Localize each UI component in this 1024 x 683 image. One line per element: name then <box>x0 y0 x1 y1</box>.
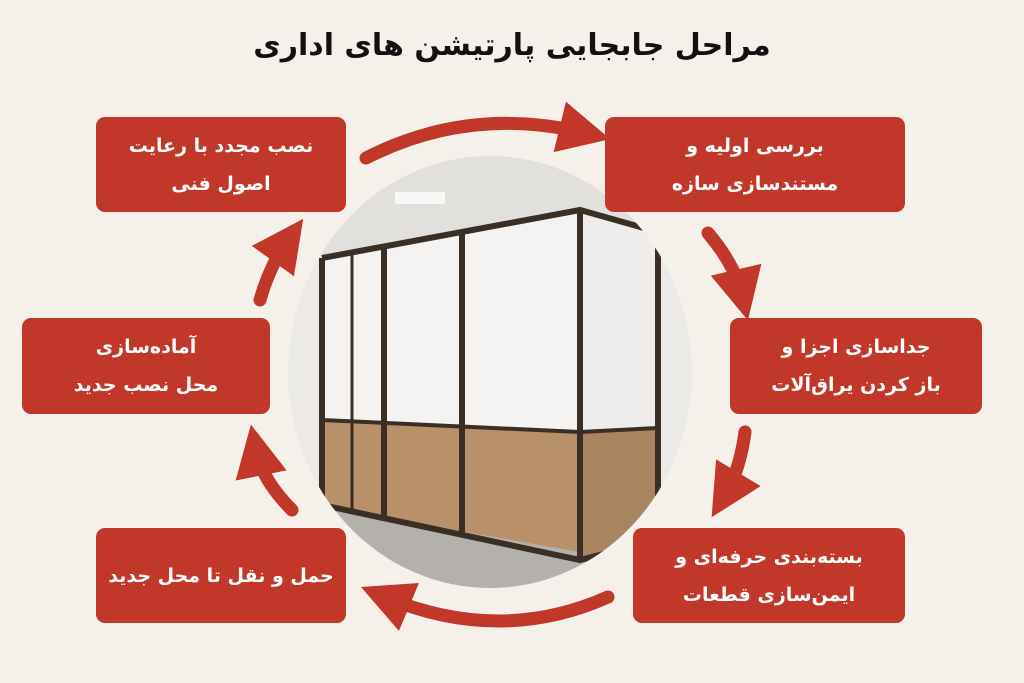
partition-photo <box>288 156 692 588</box>
step-2-line-1: جداسازی اجزا و <box>781 336 931 358</box>
step-6-reinstallation: نصب مجدد با رعایت اصول فنی <box>96 117 346 212</box>
step-3-packaging: بسته‌بندی حرفه‌ای و ایمن‌سازی قطعات <box>633 528 905 623</box>
step-4-transport: حمل و نقل تا محل جدید <box>96 528 346 623</box>
step-6-line-1: نصب مجدد با رعایت <box>128 134 314 157</box>
step-2-line-2: باز کردن یراق‌آلات <box>771 374 941 396</box>
step-5-line-2: محل نصب جدید <box>73 374 219 396</box>
step-1-line-2: مستندسازی سازه <box>671 172 839 195</box>
step-1-line-1: بررسی اولیه و <box>686 134 824 157</box>
step-1-inspection-documentation: بررسی اولیه و مستندسازی سازه <box>605 117 905 212</box>
step-6-line-2: اصول فنی <box>171 172 271 195</box>
step-5-line-1: آماده‌سازی <box>95 336 197 358</box>
arrow-1-to-2 <box>359 101 611 165</box>
arrow-6-to-1 <box>251 218 304 307</box>
step-5-site-preparation: آماده‌سازی محل نصب جدید <box>22 318 270 414</box>
arrow-2-to-3 <box>701 226 762 321</box>
step-3-line-1: بسته‌بندی حرفه‌ای و <box>675 545 863 568</box>
step-3-line-2: ایمن‌سازی قطعات <box>682 583 856 606</box>
page-title: مراحل جابجایی پارتیشن های اداری <box>253 28 771 63</box>
step-4-line-1: حمل و نقل تا محل جدید <box>108 564 334 587</box>
step-2-disassembly: جداسازی اجزا و باز کردن یراق‌آلات <box>730 318 982 414</box>
arrow-5-to-6 <box>235 424 299 517</box>
arrow-4-to-5 <box>361 583 615 632</box>
arrow-3-to-4 <box>711 425 761 518</box>
